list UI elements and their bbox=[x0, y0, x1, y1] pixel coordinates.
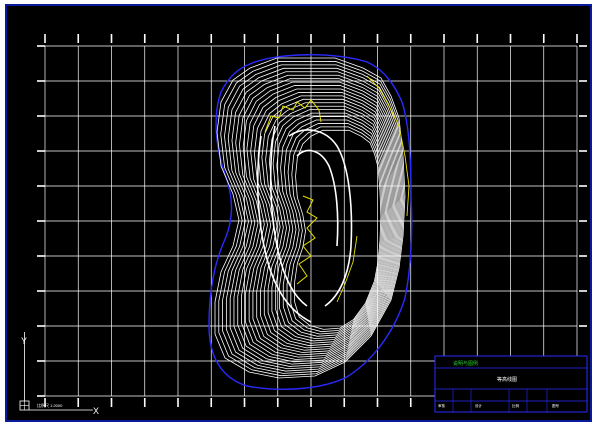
grid-tick-mark bbox=[37, 150, 45, 152]
grid-tick-mark bbox=[37, 325, 45, 327]
grid-tick-mark bbox=[110, 398, 113, 407]
grid-tick-labels bbox=[37, 34, 587, 407]
grid-tick-mark bbox=[143, 34, 146, 43]
contour-line[interactable] bbox=[294, 129, 382, 330]
title-block[interactable]: 说明与图例 等高线图 审核 设计 比例 图号 bbox=[434, 355, 588, 413]
grid-tick-mark bbox=[77, 34, 80, 43]
title-block-field-2: 设计 bbox=[475, 403, 483, 408]
grid-tick-mark bbox=[343, 34, 346, 43]
contour-line[interactable] bbox=[233, 74, 400, 367]
grid-tick-mark bbox=[143, 398, 146, 407]
contour-line[interactable] bbox=[260, 98, 392, 351]
contour-line[interactable] bbox=[286, 123, 384, 335]
contour-line[interactable] bbox=[218, 61, 405, 377]
grid-tick-mark bbox=[37, 45, 45, 47]
grid-tick-mark bbox=[579, 255, 587, 257]
grid-tick-mark bbox=[276, 34, 279, 43]
grid-tick-mark bbox=[37, 185, 45, 187]
grid-tick-mark bbox=[37, 360, 45, 362]
grid-tick-mark bbox=[37, 115, 45, 117]
grid-tick-mark bbox=[579, 220, 587, 222]
title-block-field-4: 图号 bbox=[552, 403, 560, 408]
grid-tick-mark bbox=[576, 34, 578, 43]
site-boundary[interactable] bbox=[208, 54, 413, 390]
grid-tick-mark bbox=[310, 34, 312, 43]
yellow-contour-middle[interactable] bbox=[296, 195, 318, 285]
grid-tick-mark bbox=[276, 398, 279, 407]
grid-tick-mark bbox=[37, 290, 45, 292]
grid-tick-mark bbox=[579, 80, 587, 82]
contour-line[interactable] bbox=[237, 78, 399, 365]
grid-tick-mark bbox=[579, 45, 587, 47]
grid-tick-mark bbox=[177, 34, 179, 43]
grid-tick-mark bbox=[37, 255, 45, 257]
grid-tick-mark bbox=[579, 115, 587, 117]
grid-tick-mark bbox=[509, 34, 512, 43]
contour-line[interactable] bbox=[256, 95, 393, 353]
yellow-contour-upper[interactable] bbox=[264, 99, 322, 133]
coordinate-grid bbox=[44, 45, 578, 397]
contour-line[interactable] bbox=[279, 116, 386, 340]
scale-bar-label: 比例尺 1:2000 bbox=[37, 402, 63, 408]
grid-tick-mark bbox=[409, 398, 412, 407]
grid-tick-mark bbox=[177, 398, 179, 407]
contour-line[interactable] bbox=[275, 112, 388, 342]
yellow-contour-right[interactable] bbox=[366, 75, 410, 217]
contour-line[interactable] bbox=[214, 57, 406, 379]
contour-line[interactable] bbox=[271, 109, 389, 344]
model-space-viewport[interactable]: 说明与图例 等高线图 审核 设计 比例 图号 X Y 比例尺 1:2000 bbox=[5, 4, 592, 422]
contour-lines[interactable] bbox=[214, 57, 406, 379]
contour-ridge[interactable] bbox=[269, 125, 308, 307]
grid-tick-mark bbox=[37, 80, 45, 82]
contour-line[interactable] bbox=[252, 92, 394, 356]
grid-tick-mark bbox=[310, 398, 312, 407]
grid-tick-mark bbox=[110, 34, 113, 43]
contour-line[interactable] bbox=[267, 105, 390, 346]
contour-line[interactable] bbox=[248, 88, 396, 358]
grid-tick-mark bbox=[443, 34, 445, 43]
yellow-contour-lower[interactable] bbox=[336, 235, 358, 303]
contour-line[interactable] bbox=[282, 119, 385, 337]
grid-tick-mark bbox=[210, 34, 213, 43]
title-block-name: 等高线图 bbox=[497, 376, 517, 383]
grid-tick-mark bbox=[77, 398, 80, 407]
contour-ridge[interactable] bbox=[296, 149, 339, 247]
grid-tick-mark bbox=[579, 325, 587, 327]
ucs-x-label: X bbox=[93, 406, 99, 416]
grid-tick-mark bbox=[376, 398, 379, 407]
grid-tick-mark bbox=[210, 398, 213, 407]
grid-tick-mark bbox=[44, 34, 46, 43]
contour-line[interactable] bbox=[263, 102, 391, 349]
contour-ridge[interactable] bbox=[256, 135, 312, 323]
drawing-canvas[interactable]: 说明与图例 等高线图 审核 设计 比例 图号 X Y 比例尺 1:2000 bbox=[7, 6, 590, 420]
grid-tick-mark bbox=[376, 34, 379, 43]
contour-line[interactable] bbox=[241, 81, 398, 363]
grid-tick-mark bbox=[476, 34, 479, 43]
grid-tick-mark bbox=[579, 150, 587, 152]
grid-tick-mark bbox=[579, 290, 587, 292]
grid-tick-mark bbox=[579, 185, 587, 187]
contour-line[interactable] bbox=[229, 71, 401, 370]
grid-tick-mark bbox=[243, 398, 246, 407]
contour-line[interactable] bbox=[222, 64, 404, 374]
grid-tick-mark bbox=[37, 220, 45, 222]
grid-tick-mark bbox=[409, 34, 412, 43]
grid-tick-mark bbox=[343, 398, 346, 407]
ucs-y-label: Y bbox=[21, 336, 27, 346]
contour-line[interactable] bbox=[244, 85, 397, 360]
contour-line[interactable] bbox=[290, 126, 383, 333]
grid-tick-mark bbox=[44, 398, 46, 407]
title-block-field-1: 审核 bbox=[438, 403, 446, 408]
ucs-icon: X Y bbox=[19, 332, 99, 416]
contour-ridge[interactable] bbox=[288, 129, 353, 307]
grid-tick-mark bbox=[243, 34, 246, 43]
title-block-field-3: 比例 bbox=[512, 403, 520, 408]
grid-tick-mark bbox=[542, 34, 545, 43]
grid-tick-mark bbox=[37, 395, 45, 397]
title-block-header: 说明与图例 bbox=[453, 360, 478, 367]
